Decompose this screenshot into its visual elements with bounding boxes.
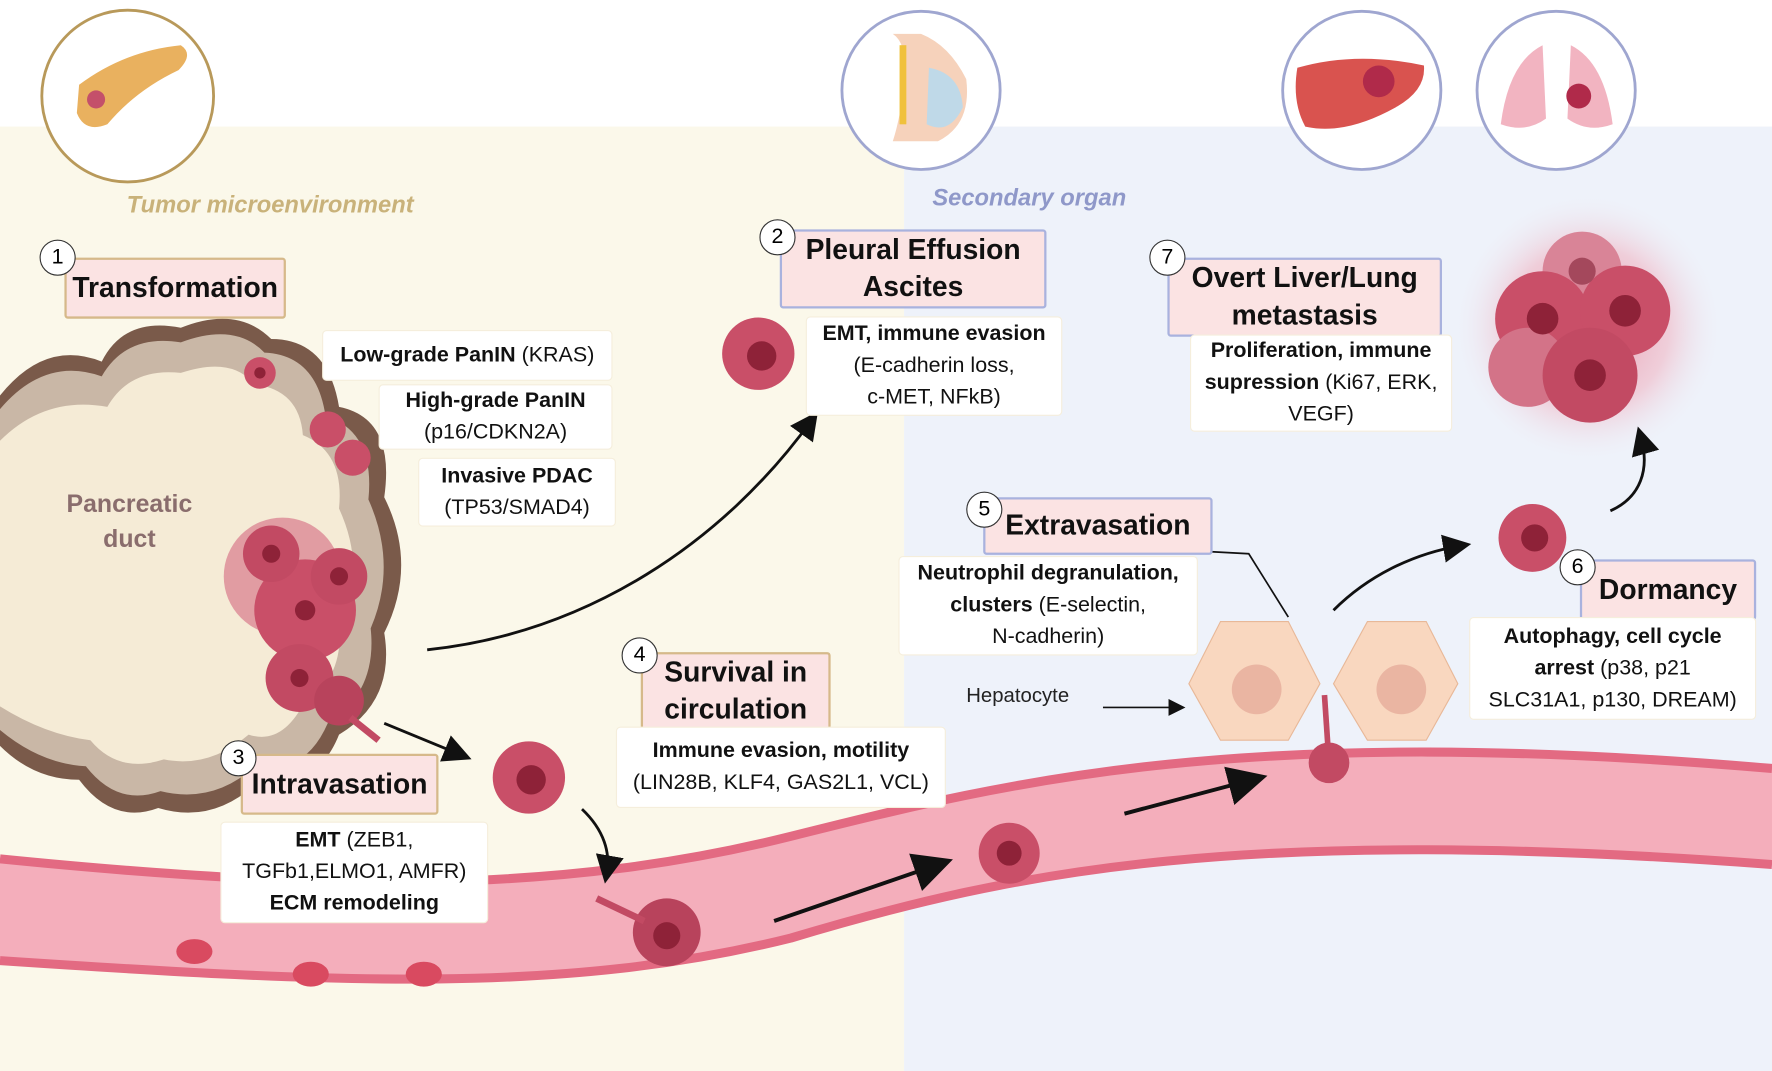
tumor-microenvironment-label: Tumor microenvironment	[126, 192, 414, 219]
arrow-flow-1	[773, 853, 953, 923]
detail-bold: Neutrophil degranulation,	[917, 561, 1179, 586]
liver-icon	[1281, 9, 1443, 171]
step-3-title: Intravasation	[240, 753, 439, 815]
title-line: Intravasation	[251, 767, 428, 800]
pancreatic-duct-label: Pancreatic duct	[59, 486, 200, 556]
tumor-cell	[595, 895, 701, 967]
stage-invasive: Invasive PDAC (TP53/SMAD4)	[418, 457, 616, 527]
abdomen-icon	[840, 9, 1002, 171]
title-line: metastasis	[1231, 299, 1378, 332]
arrow-flow-2	[1123, 766, 1268, 816]
stage-gene: (p16/CDKN2A)	[423, 420, 568, 445]
step-1-title: Transformation	[64, 257, 286, 319]
detail-bold: ECM remodeling	[269, 891, 439, 916]
metastatic-tumor-cluster	[1452, 192, 1724, 464]
step-4-number: 4	[621, 637, 658, 674]
step-6-title: Dormancy	[1579, 559, 1757, 621]
detail-text: (Ki67, ERK,	[1319, 370, 1438, 395]
detail-text: TGFb1,ELMO1, AMFR)	[242, 860, 467, 884]
step-7-details: Proliferation, immune supression (Ki67, …	[1189, 334, 1453, 432]
detail-text: c-MET, NFkB)	[867, 385, 1001, 410]
step-7-title: Overt Liver/Lung metastasis	[1167, 257, 1443, 337]
step-5-title: Extravasation	[983, 497, 1213, 555]
step-4-title: Survival in circulation	[640, 652, 831, 731]
detail-text: (ZEB1,	[340, 828, 414, 853]
detail-text: (E-cadherin loss,	[853, 353, 1015, 378]
step-5-number: 5	[966, 491, 1003, 528]
detail-text: (p38, p21	[1594, 656, 1691, 680]
detail-text: N-cadherin)	[992, 624, 1105, 649]
tumor-cell	[1498, 504, 1567, 572]
title-line: Extravasation	[1005, 509, 1191, 542]
stage-low-grade: Low-grade PanIN (KRAS)	[322, 329, 613, 381]
step-2-details: EMT, immune evasion (E-cadherin loss, c-…	[805, 316, 1063, 416]
arrow-to-ascites	[427, 411, 819, 652]
step-2-number: 2	[759, 219, 796, 256]
step-4-details: Immune evasion, motility (LIN28B, KLF4, …	[615, 726, 946, 809]
title-line: Ascites	[862, 271, 964, 303]
arrow-to-circulation	[383, 721, 472, 762]
title-line: Transformation	[72, 271, 278, 304]
lung-icon	[1475, 9, 1637, 171]
duct-label-line: duct	[103, 524, 156, 553]
detail-text: SLC31A1, p130, DREAM)	[1488, 687, 1737, 712]
title-line: Dormancy	[1598, 573, 1738, 606]
title-line: Overt Liver/Lung	[1191, 262, 1418, 294]
detail-bold: Autophagy, cell cycle	[1503, 624, 1722, 649]
stage-high-grade: High-grade PanIN (p16/CDKN2A)	[378, 384, 613, 450]
detail-bold: supression	[1204, 370, 1320, 395]
arrow-to-dormancy	[1332, 534, 1472, 612]
step-5-details: Neutrophil degranulation, clusters (E-se…	[898, 556, 1198, 656]
stage-name: Invasive PDAC	[441, 463, 593, 488]
arrow-to-metastasis	[1609, 426, 1660, 513]
extravasation-pointer	[1206, 550, 1290, 618]
stage-name: High-grade PanIN	[405, 388, 586, 413]
detail-bold: EMT, immune evasion	[822, 322, 1046, 346]
title-line: Pleural Effusion	[805, 233, 1021, 266]
secondary-organ-label: Secondary organ	[932, 185, 1127, 212]
detail-text: (LIN28B, KLF4, GAS2L1, VCL)	[632, 770, 929, 795]
tumor-cell	[722, 317, 795, 390]
stage-name: Low-grade PanIN	[340, 342, 516, 367]
tumor-cell	[492, 741, 566, 814]
detail-bold: EMT	[295, 828, 341, 853]
tumor-cell	[978, 822, 1040, 884]
detail-bold: arrest	[1534, 656, 1595, 680]
hepatocytes	[1188, 620, 1459, 784]
hepatocyte-label: Hepatocyte	[966, 683, 1070, 707]
step-6-details: Autophagy, cell cycle arrest (p38, p21 S…	[1469, 617, 1757, 720]
duct-label-line: Pancreatic	[66, 489, 193, 518]
step-3-details: EMT (ZEB1, TGFb1,ELMO1, AMFR) ECM remode…	[220, 821, 489, 924]
step-1-number: 1	[39, 239, 76, 276]
stage-gene: (KRAS)	[515, 342, 595, 367]
detail-bold: Immune evasion, motility	[652, 739, 910, 763]
step-3-number: 3	[220, 740, 257, 777]
detail-text: VEGF)	[1288, 402, 1354, 427]
step-7-number: 7	[1149, 239, 1186, 276]
step-6-number: 6	[1559, 549, 1596, 586]
arrow-intravasation	[581, 808, 624, 884]
pancreas-icon	[40, 8, 216, 184]
title-line: circulation	[664, 693, 808, 725]
title-line: Survival in	[664, 656, 808, 688]
detail-bold: Proliferation, immune	[1210, 339, 1432, 363]
stage-gene: (TP53/SMAD4)	[444, 495, 590, 520]
tumor-mass	[223, 357, 381, 743]
detail-bold: clusters	[950, 593, 1033, 618]
detail-text: (E-selectin,	[1032, 593, 1147, 618]
